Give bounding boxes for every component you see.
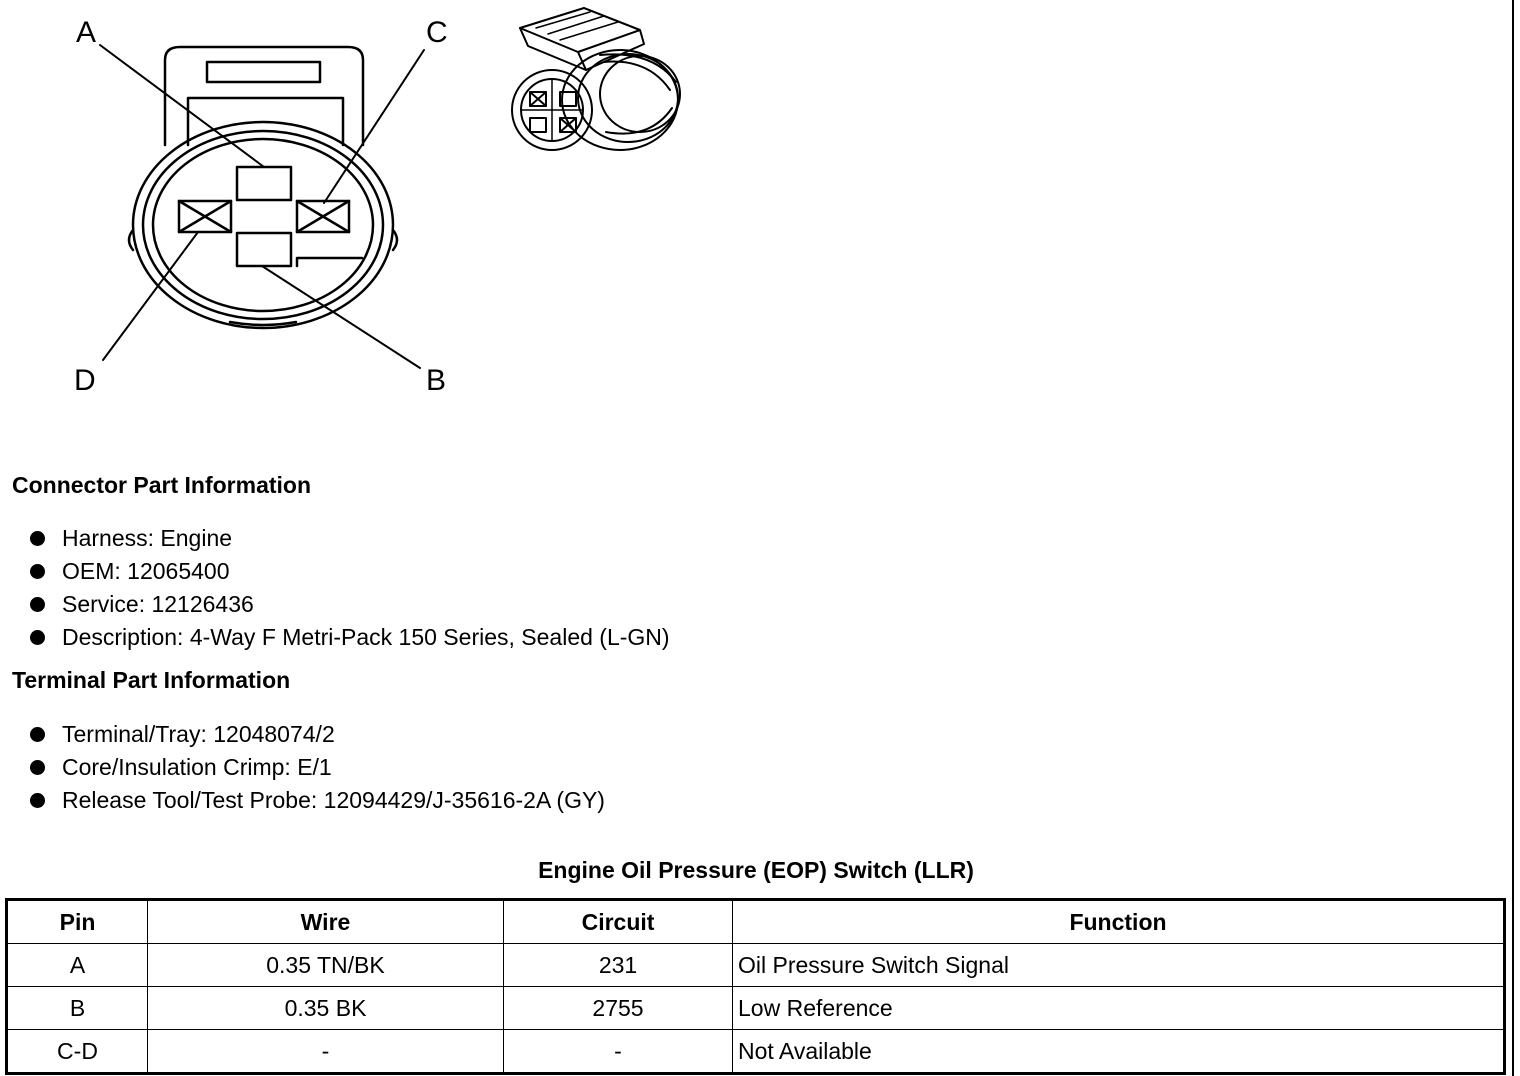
connector-part-heading: Connector Part Information bbox=[12, 472, 312, 498]
header-function: Function bbox=[732, 899, 1505, 944]
connector-face-drawing bbox=[127, 45, 399, 330]
cavity-b bbox=[235, 231, 293, 268]
pin-label-b: B bbox=[426, 364, 446, 397]
pin-label-d: D bbox=[74, 364, 96, 397]
cell-wire: 0.35 TN/BK bbox=[147, 943, 504, 987]
list-item: Service: 12126436 bbox=[30, 588, 670, 621]
list-item: Description: 4-Way F Metri-Pack 150 Seri… bbox=[30, 621, 670, 654]
bullet-icon bbox=[30, 597, 45, 612]
cavity-d bbox=[177, 199, 233, 234]
pin-label-c: C bbox=[426, 16, 448, 49]
leader-lines bbox=[99, 44, 425, 369]
table-row: A 0.35 TN/BK 231 Oil Pressure Switch Sig… bbox=[6, 943, 1505, 987]
cavity-a bbox=[235, 165, 293, 202]
bullet-icon bbox=[30, 564, 45, 579]
bullet-icon bbox=[30, 727, 45, 742]
list-item: Terminal/Tray: 12048074/2 bbox=[30, 718, 605, 751]
cell-pin: B bbox=[6, 986, 148, 1030]
header-circuit: Circuit bbox=[503, 899, 733, 944]
header-wire: Wire bbox=[147, 899, 504, 944]
cavity-c bbox=[295, 199, 351, 234]
bullet-icon bbox=[30, 760, 45, 775]
table-header-row: Pin Wire Circuit Function bbox=[6, 899, 1505, 944]
pin-label-a: A bbox=[76, 16, 96, 49]
cell-circuit: 231 bbox=[503, 943, 733, 987]
pin-table: Pin Wire Circuit Function A 0.35 TN/BK 2… bbox=[5, 898, 1506, 1075]
connector-isometric-drawing bbox=[511, 7, 681, 151]
bullet-icon bbox=[30, 531, 45, 546]
cell-wire: 0.35 BK bbox=[147, 986, 504, 1030]
cell-circuit: 2755 bbox=[503, 986, 733, 1030]
cell-function: Not Available bbox=[732, 1029, 1505, 1074]
pin-table-title: Engine Oil Pressure (EOP) Switch (LLR) bbox=[538, 857, 974, 883]
bullet-icon bbox=[30, 793, 45, 808]
list-item: OEM: 12065400 bbox=[30, 555, 670, 588]
list-item: Release Tool/Test Probe: 12094429/J-3561… bbox=[30, 784, 605, 817]
table-row: B 0.35 BK 2755 Low Reference bbox=[6, 986, 1505, 1030]
cell-wire: - bbox=[147, 1029, 504, 1074]
cell-function: Oil Pressure Switch Signal bbox=[732, 943, 1505, 987]
bullet-icon bbox=[30, 630, 45, 645]
header-pin: Pin bbox=[6, 899, 148, 944]
list-item: Harness: Engine bbox=[30, 522, 670, 555]
connector-diagram: A C D B bbox=[74, 7, 681, 397]
cell-pin: C-D bbox=[6, 1029, 148, 1074]
connector-part-list: Harness: Engine OEM: 12065400 Service: 1… bbox=[30, 522, 670, 654]
terminal-part-list: Terminal/Tray: 12048074/2 Core/Insulatio… bbox=[30, 718, 605, 817]
cell-function: Low Reference bbox=[732, 986, 1505, 1030]
list-item: Core/Insulation Crimp: E/1 bbox=[30, 751, 605, 784]
cell-pin: A bbox=[6, 943, 148, 987]
page-right-border bbox=[1512, 0, 1514, 1076]
cell-circuit: - bbox=[503, 1029, 733, 1074]
terminal-part-heading: Terminal Part Information bbox=[12, 667, 291, 693]
table-row: C-D - - Not Available bbox=[6, 1029, 1505, 1074]
